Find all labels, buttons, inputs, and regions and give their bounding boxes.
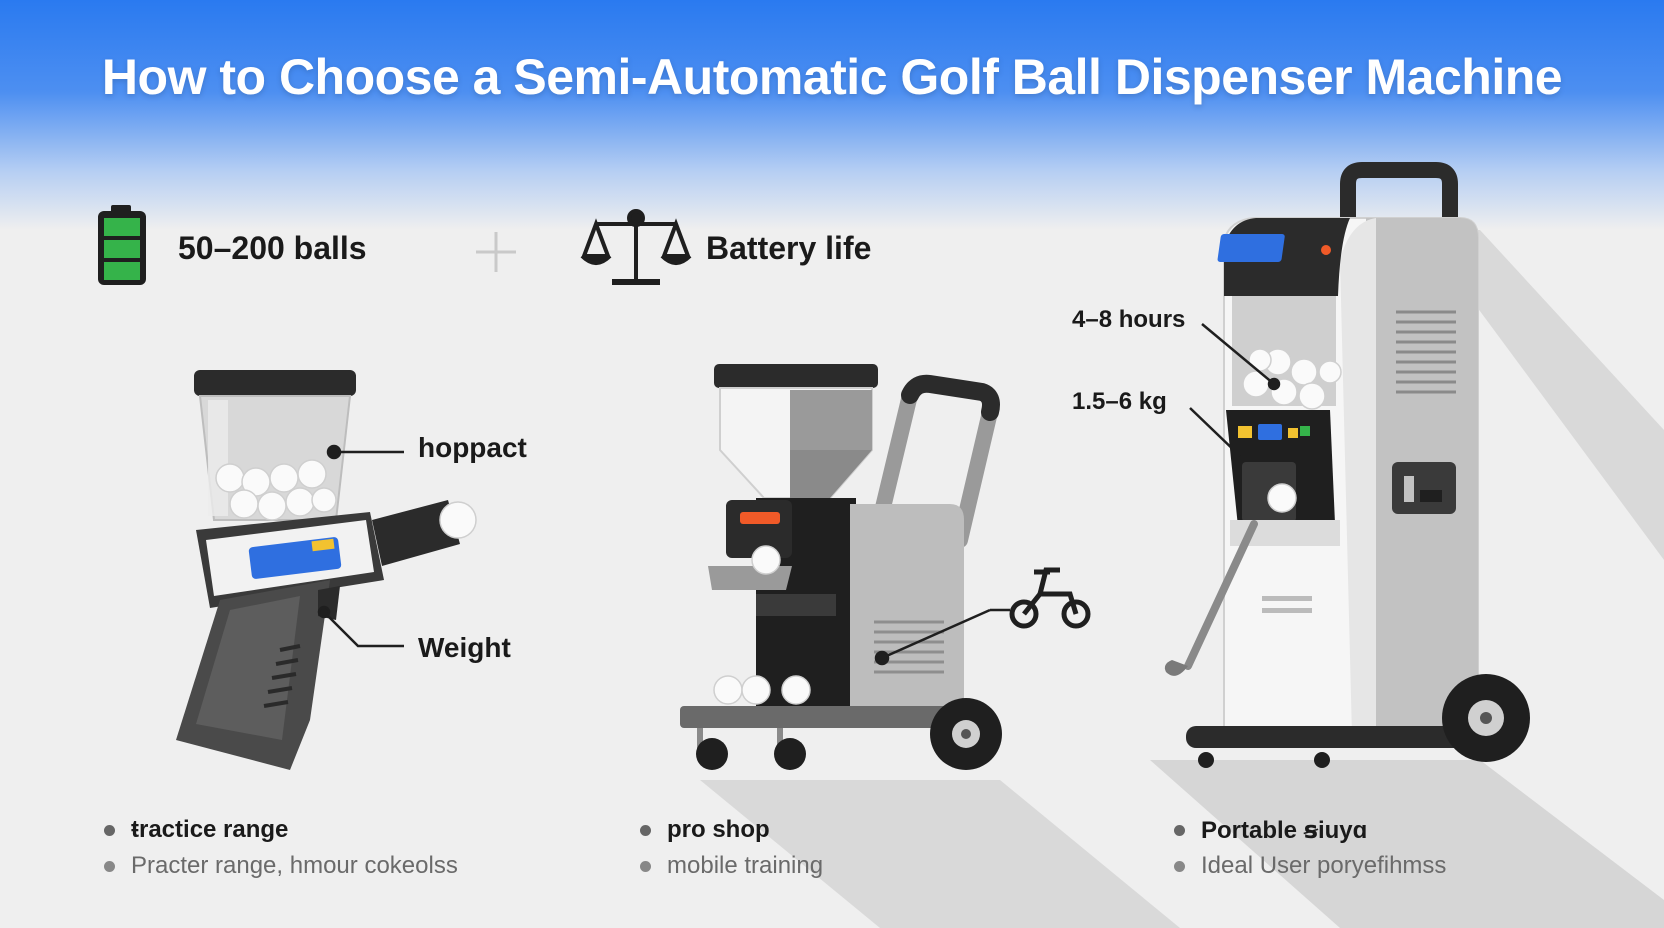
page-title: How to Choose a Semi-Automatic Golf Ball… <box>101 49 1563 105</box>
capacity-stat: 50–200 balls <box>178 230 367 266</box>
bullet-text: ŧractice range <box>131 816 289 843</box>
bullet-dot <box>640 860 651 872</box>
callout-hours: 4–8 hours <box>1072 306 1186 333</box>
callout-lines-right <box>1189 323 1281 457</box>
column-2-primary: pro shop <box>640 816 770 844</box>
bullet-dot <box>104 824 115 836</box>
handheld-dispenser <box>176 370 477 770</box>
bullet-text: Ideal User poryefihmss <box>1201 852 1447 879</box>
shadow-band-1 <box>700 780 1180 928</box>
shadow-band-3 <box>1420 230 1664 560</box>
callout-weight: Weight <box>418 632 511 663</box>
bullet-dot <box>104 860 115 872</box>
bullet-dot <box>640 824 651 836</box>
bullet-dot <box>1174 825 1185 836</box>
cart-dispenser <box>680 364 1002 770</box>
bullet-text: mobile training <box>667 852 824 879</box>
column-1-primary: ŧractice range <box>104 816 288 844</box>
bullet-dot <box>1174 860 1185 872</box>
column-1-secondary: Practer range, hmour cokeolss <box>104 852 458 880</box>
battery-icon <box>98 205 146 285</box>
callout-hoppact: hoppact <box>418 432 527 463</box>
header-banner <box>0 0 1664 230</box>
shadow-band-2 <box>1150 760 1664 928</box>
scooter-icon <box>1009 567 1091 629</box>
callout-kg: 1.5–6 kg <box>1072 388 1167 415</box>
battery-stat: Battery life <box>706 230 872 266</box>
column-2-secondary: mobile training <box>640 852 823 880</box>
plus-icon <box>476 232 516 272</box>
tower-dispenser <box>1164 162 1530 768</box>
column-3-secondary: Ideal User poryefihmss <box>1174 852 1446 880</box>
callout-line-middle <box>874 608 1010 666</box>
bullet-text: Practer range, hmour cokeolss <box>131 852 458 879</box>
scale-icon <box>580 209 692 285</box>
column-3-primary: Portable ꞩiuyɑ <box>1174 816 1367 845</box>
bullet-text: pro shop <box>667 816 770 843</box>
bullet-text: Portable ꞩiuyɑ <box>1201 817 1368 844</box>
callout-lines-left <box>317 444 404 648</box>
